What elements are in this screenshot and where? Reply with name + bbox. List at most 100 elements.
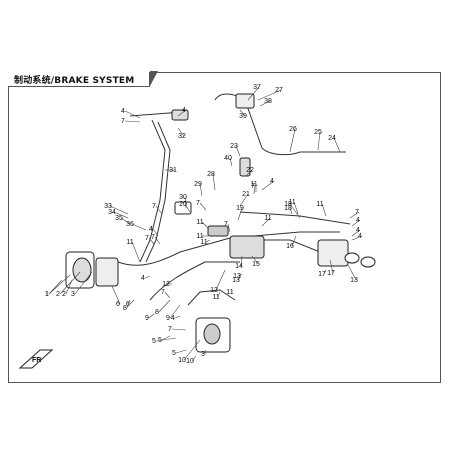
title-tab: 制动系统/BRAKE SYSTEM bbox=[8, 71, 158, 87]
leader-line bbox=[347, 264, 357, 281]
part-callout-6: 6 bbox=[126, 301, 130, 308]
leader-line bbox=[184, 196, 187, 209]
part-callout-7: 7 bbox=[168, 326, 172, 333]
sheet-title: 制动系统/BRAKE SYSTEM bbox=[14, 76, 135, 86]
leader-line bbox=[59, 271, 81, 295]
rear-caliper-line bbox=[262, 239, 331, 257]
rear-reservoir bbox=[235, 93, 255, 109]
leader-line bbox=[212, 173, 216, 191]
part-callout-14: 14 bbox=[235, 263, 243, 270]
part-callout-33: 33 bbox=[104, 203, 112, 210]
leader-line bbox=[229, 157, 233, 167]
leader-line bbox=[261, 180, 275, 191]
components bbox=[65, 93, 376, 353]
brake-switch bbox=[174, 201, 192, 215]
part-callout-5: 5 bbox=[172, 350, 176, 357]
leader-line bbox=[289, 203, 301, 219]
leader-line bbox=[144, 275, 151, 279]
front-left-caliper bbox=[95, 257, 119, 287]
part-callout-13: 13 bbox=[232, 277, 240, 284]
leader-line bbox=[177, 127, 185, 137]
leader-line bbox=[175, 349, 187, 354]
part-callout-10: 10 bbox=[186, 358, 194, 365]
leader-line bbox=[120, 217, 131, 225]
part-callout-20: 20 bbox=[179, 201, 187, 208]
part-callout-5: 5 bbox=[158, 337, 162, 344]
leader-line bbox=[235, 145, 241, 157]
part-callout-11: 11 bbox=[264, 215, 271, 222]
part-callout-6: 6 bbox=[116, 301, 120, 308]
part-callout-11: 11 bbox=[212, 294, 219, 301]
leader-line bbox=[351, 229, 361, 237]
part-callout-7: 7 bbox=[121, 118, 125, 125]
part-callout-4: 4 bbox=[356, 227, 360, 234]
leader-line bbox=[129, 299, 135, 305]
part-callout-12: 12 bbox=[210, 287, 218, 294]
leader-line bbox=[349, 211, 360, 219]
leader-line bbox=[199, 202, 207, 211]
rear-brake-pad-a bbox=[344, 252, 360, 264]
part-callout-16: 16 bbox=[286, 243, 294, 250]
part-callout-7: 7 bbox=[152, 203, 156, 210]
leader-line bbox=[177, 109, 187, 117]
part-callout-9: 9 bbox=[166, 315, 170, 322]
leader-line bbox=[247, 86, 260, 101]
part-callout-11: 11 bbox=[288, 199, 295, 206]
part-callout-19: 19 bbox=[236, 205, 244, 212]
part-callout-7: 7 bbox=[224, 221, 228, 228]
part-callout-4: 4 bbox=[356, 217, 360, 224]
part-callout-4: 4 bbox=[182, 107, 186, 114]
part-callout-3: 3 bbox=[201, 351, 205, 358]
leader-line bbox=[164, 291, 171, 299]
front-left-disc bbox=[72, 257, 92, 283]
part-callout-7: 7 bbox=[355, 209, 359, 216]
leader-line bbox=[131, 241, 141, 263]
part-callout-32: 32 bbox=[178, 133, 186, 140]
leader-lines bbox=[48, 86, 363, 362]
part-callout-13: 13 bbox=[233, 273, 241, 280]
rear-caliper bbox=[317, 239, 349, 267]
leader-line bbox=[323, 269, 327, 275]
part-callout-1: 1 bbox=[45, 291, 49, 298]
leader-line bbox=[113, 211, 129, 219]
leader-line bbox=[155, 205, 163, 215]
part-callout-4: 4 bbox=[171, 315, 175, 322]
part-callout-29: 29 bbox=[194, 181, 202, 188]
leader-line bbox=[124, 110, 141, 119]
leader-line bbox=[289, 128, 296, 153]
leader-line bbox=[155, 337, 177, 342]
part-callout-4: 4 bbox=[270, 178, 274, 185]
part-callout-15: 15 bbox=[252, 261, 260, 268]
part-callout-2: 2 bbox=[62, 291, 66, 298]
leader-line bbox=[199, 183, 203, 197]
part-callout-35: 35 bbox=[115, 215, 123, 222]
leader-line bbox=[154, 236, 161, 245]
part-callout-11: 11 bbox=[126, 239, 133, 246]
leader-line bbox=[317, 131, 321, 151]
direction-badge-label: FR bbox=[32, 357, 41, 364]
leader-line bbox=[257, 89, 282, 101]
part-callout-11: 11 bbox=[250, 181, 257, 188]
leader-line bbox=[227, 223, 231, 233]
part-callout-11: 11 bbox=[316, 201, 323, 208]
leader-line bbox=[245, 169, 253, 177]
part-callout-11: 11 bbox=[226, 289, 233, 296]
part-callout-8: 8 bbox=[123, 305, 127, 312]
leader-line bbox=[152, 228, 159, 237]
part-callout-4: 4 bbox=[141, 275, 145, 282]
part-callout-7: 7 bbox=[145, 235, 149, 242]
part-callout-36: 36 bbox=[126, 221, 134, 228]
leader-line bbox=[253, 185, 256, 195]
leader-line bbox=[158, 299, 171, 313]
upper-right-line bbox=[239, 211, 351, 225]
leader-line bbox=[217, 291, 221, 298]
leader-line bbox=[109, 205, 129, 215]
part-callout-18: 18 bbox=[284, 205, 292, 212]
part-callout-24: 24 bbox=[328, 135, 336, 142]
part-callout-9: 9 bbox=[145, 315, 149, 322]
caliper-feed-line bbox=[187, 289, 236, 306]
leader-line bbox=[333, 137, 341, 153]
